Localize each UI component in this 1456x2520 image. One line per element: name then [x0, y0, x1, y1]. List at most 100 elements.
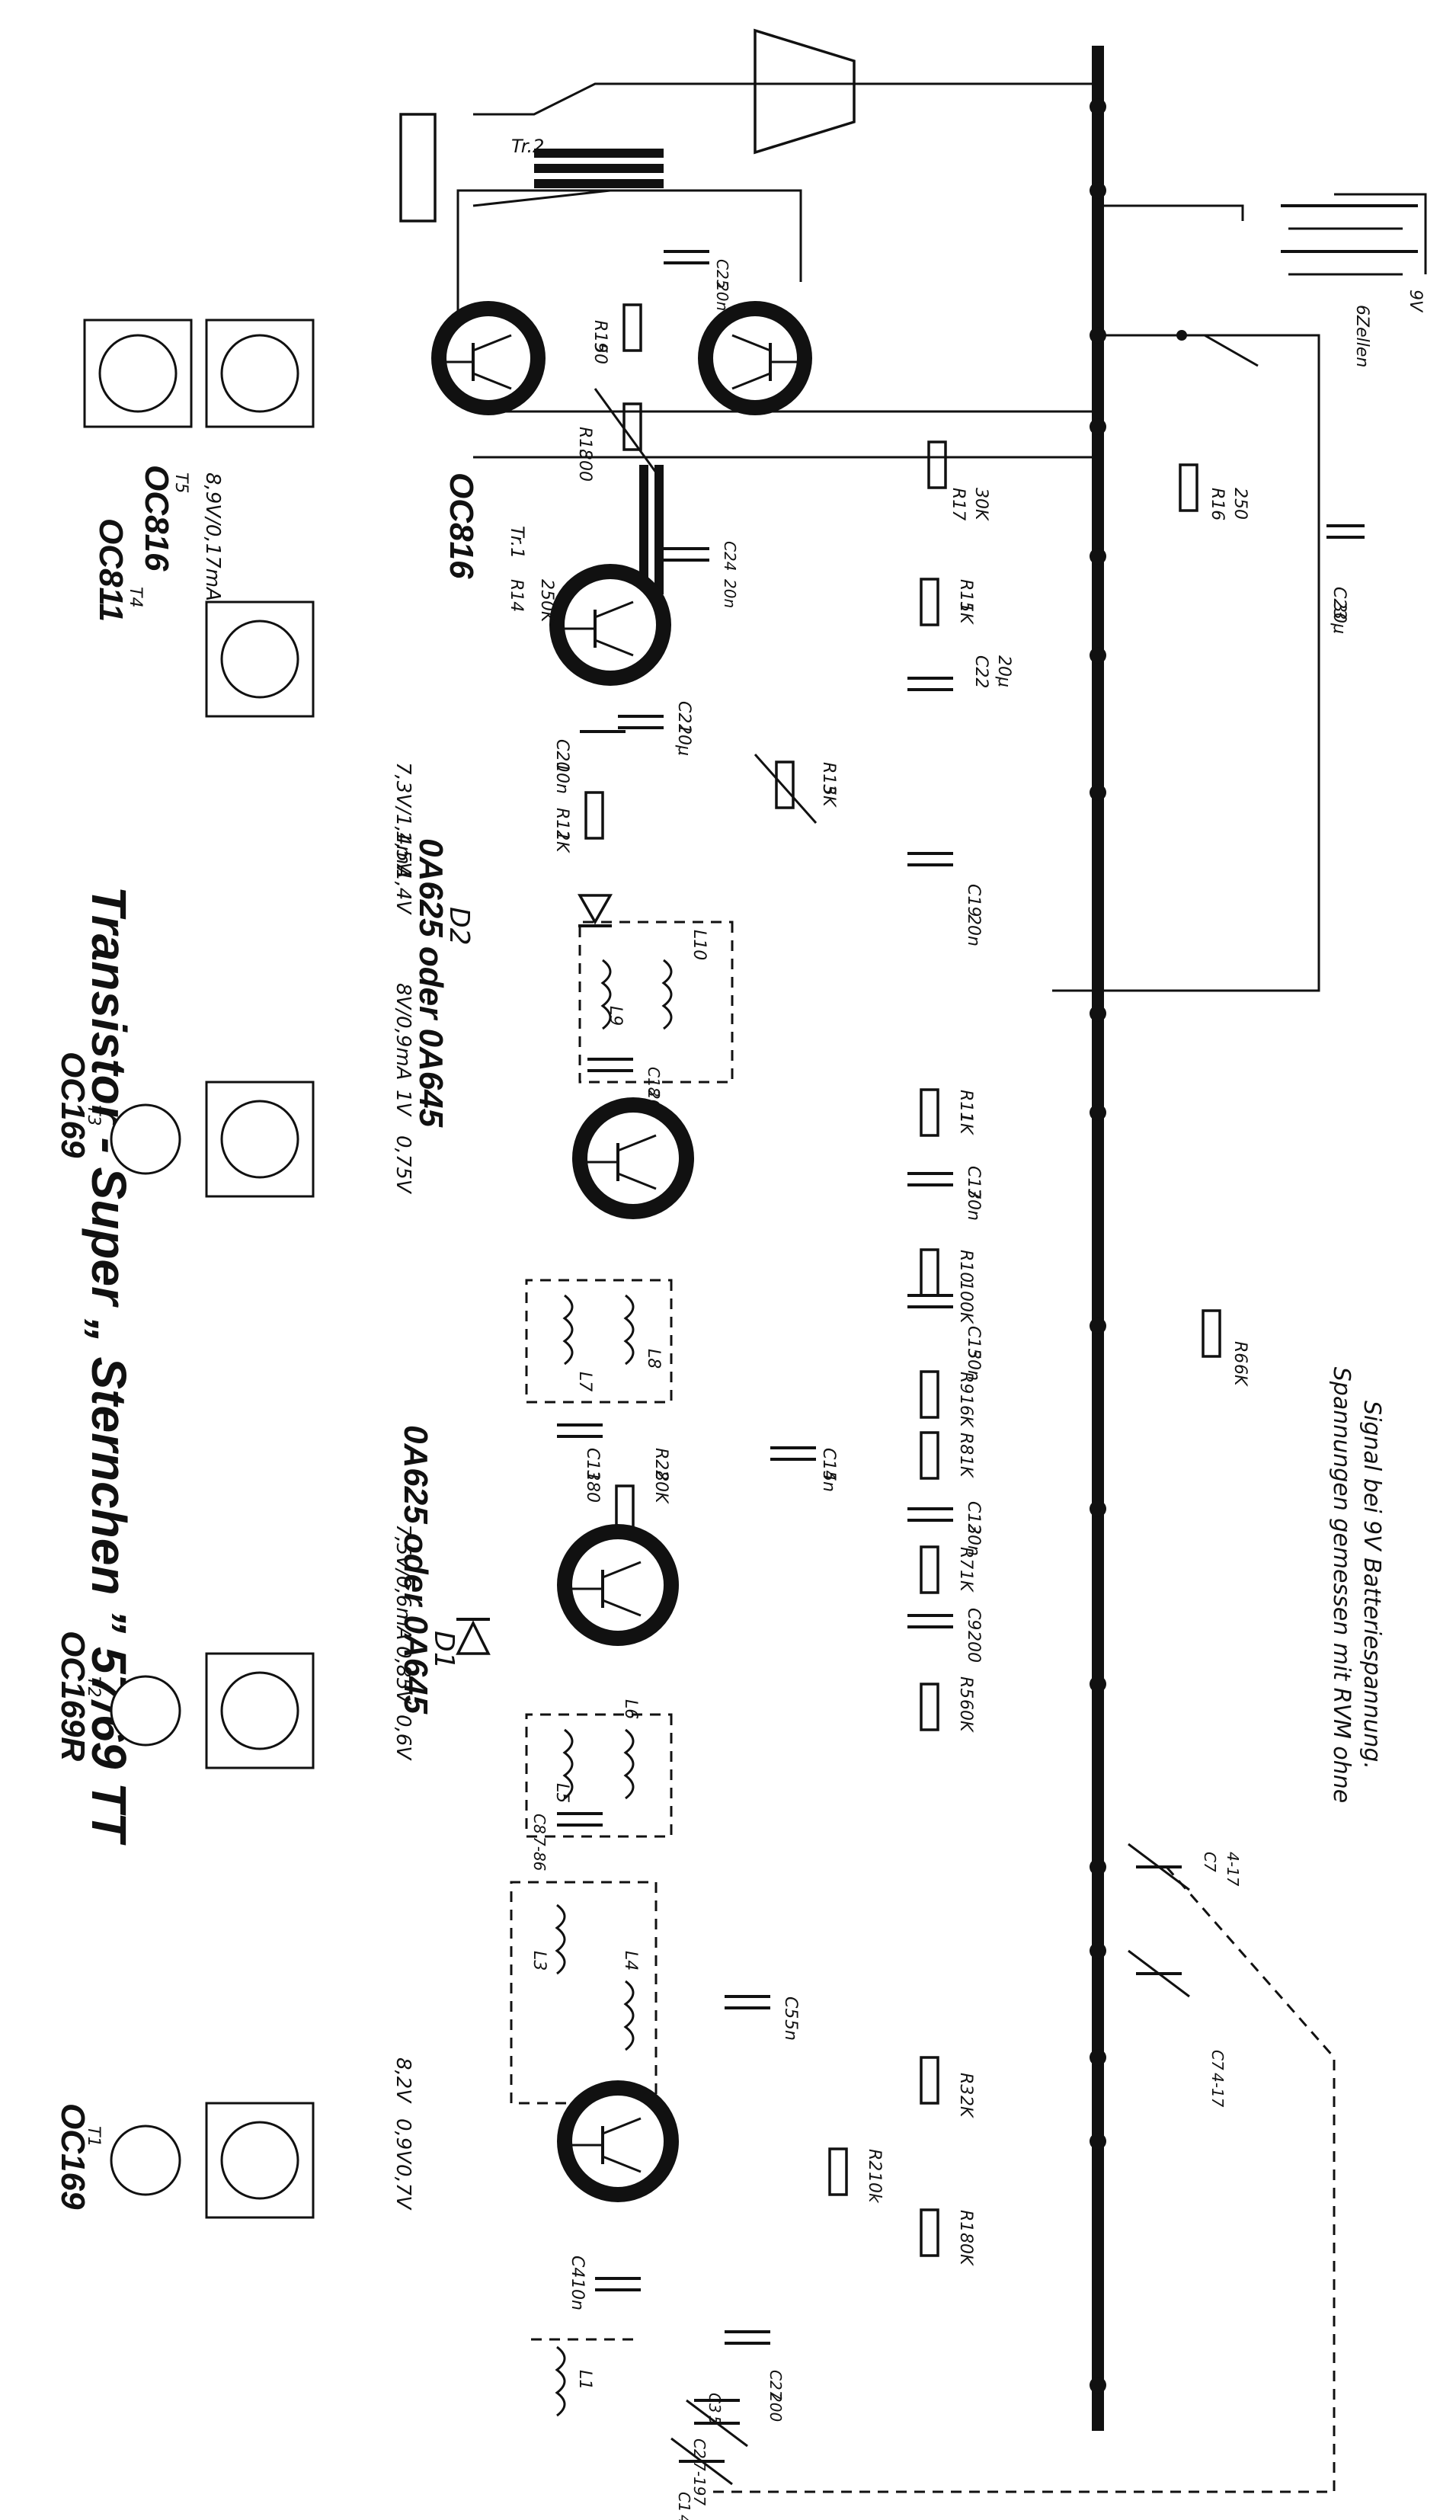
svg-text:8,9V/0,17mA: 8,9V/0,17mA: [201, 472, 224, 601]
svg-text:1,4V: 1,4V: [392, 869, 414, 915]
l7-label: L7: [575, 1372, 594, 1391]
svg-text:R11: R11: [956, 1090, 975, 1122]
svg-text:0,6V: 0,6V: [392, 1715, 414, 1761]
svg-text:250: 250: [1230, 488, 1250, 520]
r6-resistor: R6 6K: [1202, 1309, 1250, 1387]
transistor-t6-b: [698, 301, 812, 415]
pinout-t3: OC169 T3 8V/0,9mA 1V 0,75V: [54, 983, 414, 1198]
svg-text:C22: C22: [971, 655, 990, 688]
svg-text:R14: R14: [507, 579, 526, 612]
svg-text:10n: 10n: [568, 2278, 587, 2310]
loudspeaker: [754, 28, 856, 155]
transistor-t1: [557, 2080, 679, 2202]
svg-text:5K: 5K: [819, 785, 838, 808]
c2-tuning-capacitor: C2 7-197: [686, 2399, 748, 2506]
svg-text:250K: 250K: [537, 579, 556, 623]
c13-capacitor: C13 180: [557, 1423, 603, 1503]
svg-text:80K: 80K: [956, 2233, 975, 2266]
svg-text:4-17: 4-17: [675, 2515, 693, 2520]
svg-text:7,5V/0,6mA: 7,5V/0,6mA: [392, 1524, 414, 1640]
svg-text:10n: 10n: [552, 762, 571, 794]
svg-text:60K: 60K: [956, 1699, 975, 1733]
c9-capacitor: C8 7-86: [530, 1812, 603, 1871]
svg-text:20n: 20n: [721, 579, 739, 608]
oscillator-coil: L3 L4: [510, 1881, 658, 2105]
if-filter-2: L7 L8: [525, 1279, 673, 1404]
svg-text:R18: R18: [575, 427, 594, 459]
svg-text:R17: R17: [949, 488, 968, 520]
svg-text:OC816: OC816: [443, 472, 480, 579]
footnote-line-2: Signal bei 9V Batteriespannung.: [1358, 1401, 1385, 1769]
svg-text:C23: C23: [1330, 587, 1349, 620]
svg-text:T3: T3: [84, 1105, 103, 1126]
c5-capacitor: C5 5n: [725, 1995, 800, 2041]
r11-resistor: R11 1K: [920, 1088, 975, 1137]
r13-volume-pot: R13 5K: [754, 754, 838, 824]
diode-d1: D1 0A625 oder 0A645: [397, 1425, 491, 1715]
l3-label: L3: [530, 1951, 549, 1971]
battery: 6Zellen 9V: [1281, 193, 1427, 367]
svg-text:T2: T2: [84, 1676, 103, 1697]
svg-text:C24: C24: [721, 541, 739, 571]
svg-text:30K: 30K: [971, 488, 990, 521]
d1-label: D1: [428, 1631, 459, 1670]
svg-text:16K: 16K: [956, 1394, 975, 1428]
svg-text:20n: 20n: [964, 914, 983, 946]
svg-text:R10: R10: [956, 1250, 975, 1282]
svg-text:OC169: OC169: [54, 1052, 91, 1158]
svg-text:1K: 1K: [956, 1570, 975, 1593]
driver-transformer: Tr.1: [507, 465, 664, 594]
svg-text:1K: 1K: [552, 831, 571, 853]
tr1-label: Tr.1: [507, 526, 528, 559]
transistor-t4: [549, 564, 671, 686]
svg-text:8,2V: 8,2V: [392, 2057, 414, 2104]
svg-text:R15: R15: [956, 579, 975, 612]
transistor-t2: [557, 1524, 679, 1646]
c23-electrolytic: C23 30μ: [1326, 524, 1365, 634]
r12-resistor: R12 1K: [552, 791, 604, 853]
l5-label: L5: [552, 1783, 571, 1803]
svg-text:C14: C14: [819, 1448, 838, 1481]
l6-label: L6: [621, 1699, 640, 1719]
svg-text:R7: R7: [956, 1547, 975, 1569]
svg-text:R19: R19: [590, 320, 610, 353]
svg-text:4-17: 4-17: [1224, 1852, 1242, 1887]
r16-resistor: R16 250: [1179, 463, 1250, 520]
svg-text:7,3V/1,4mA: 7,3V/1,4mA: [392, 762, 414, 878]
svg-text:0,85V: 0,85V: [392, 1646, 414, 1705]
antenna-coil-l1: L1: [526, 2338, 633, 2417]
r2-resistor: R2 10k: [828, 2147, 884, 2204]
svg-text:10k: 10k: [865, 2172, 884, 2204]
svg-text:OC811: OC811: [92, 518, 130, 622]
svg-text:R13: R13: [819, 762, 838, 795]
svg-text:30n: 30n: [964, 1349, 983, 1381]
svg-text:C1: C1: [675, 2492, 693, 2512]
r5-resistor: R5 60K: [920, 1676, 975, 1733]
svg-text:30n: 30n: [964, 1189, 983, 1221]
c10-electrolytic: C9 200: [907, 1608, 983, 1663]
c27-capacitor: C27 200: [725, 2330, 785, 2422]
c4-capacitor: C4 10n: [568, 2256, 641, 2310]
svg-text:20μ: 20μ: [674, 724, 693, 756]
svg-text:C5: C5: [781, 1996, 800, 2019]
svg-text:2K: 2K: [956, 2096, 975, 2118]
gang-tuning-link: [709, 1866, 1336, 2493]
pinout-t4: OC811 T4 7,3V/1,4mA 1,5V 1,4V: [92, 518, 414, 915]
svg-text:180: 180: [583, 1471, 602, 1503]
c24-capacitor: C25 20n: [664, 250, 731, 311]
svg-text:C13: C13: [583, 1448, 602, 1481]
c20-capacitor: C20 10n: [552, 730, 626, 794]
svg-text:30n: 30n: [964, 1524, 983, 1556]
svg-text:C21: C21: [674, 701, 693, 734]
output-transformer: Tr.2: [511, 136, 664, 188]
c25-capacitor: C24 20n: [664, 541, 739, 608]
svg-text:1V: 1V: [392, 1090, 414, 1118]
svg-text:50: 50: [590, 343, 610, 364]
power-switch: [1098, 330, 1259, 367]
svg-text:C9: C9: [964, 1608, 983, 1630]
c22-electrolytic: C22 20μ: [907, 655, 1013, 691]
r10-resistor: R10 100K: [920, 1248, 975, 1324]
svg-text:OC169: OC169: [54, 2103, 91, 2210]
svg-text:1K: 1K: [956, 1113, 975, 1135]
tr2-label: Tr.2: [511, 136, 544, 157]
